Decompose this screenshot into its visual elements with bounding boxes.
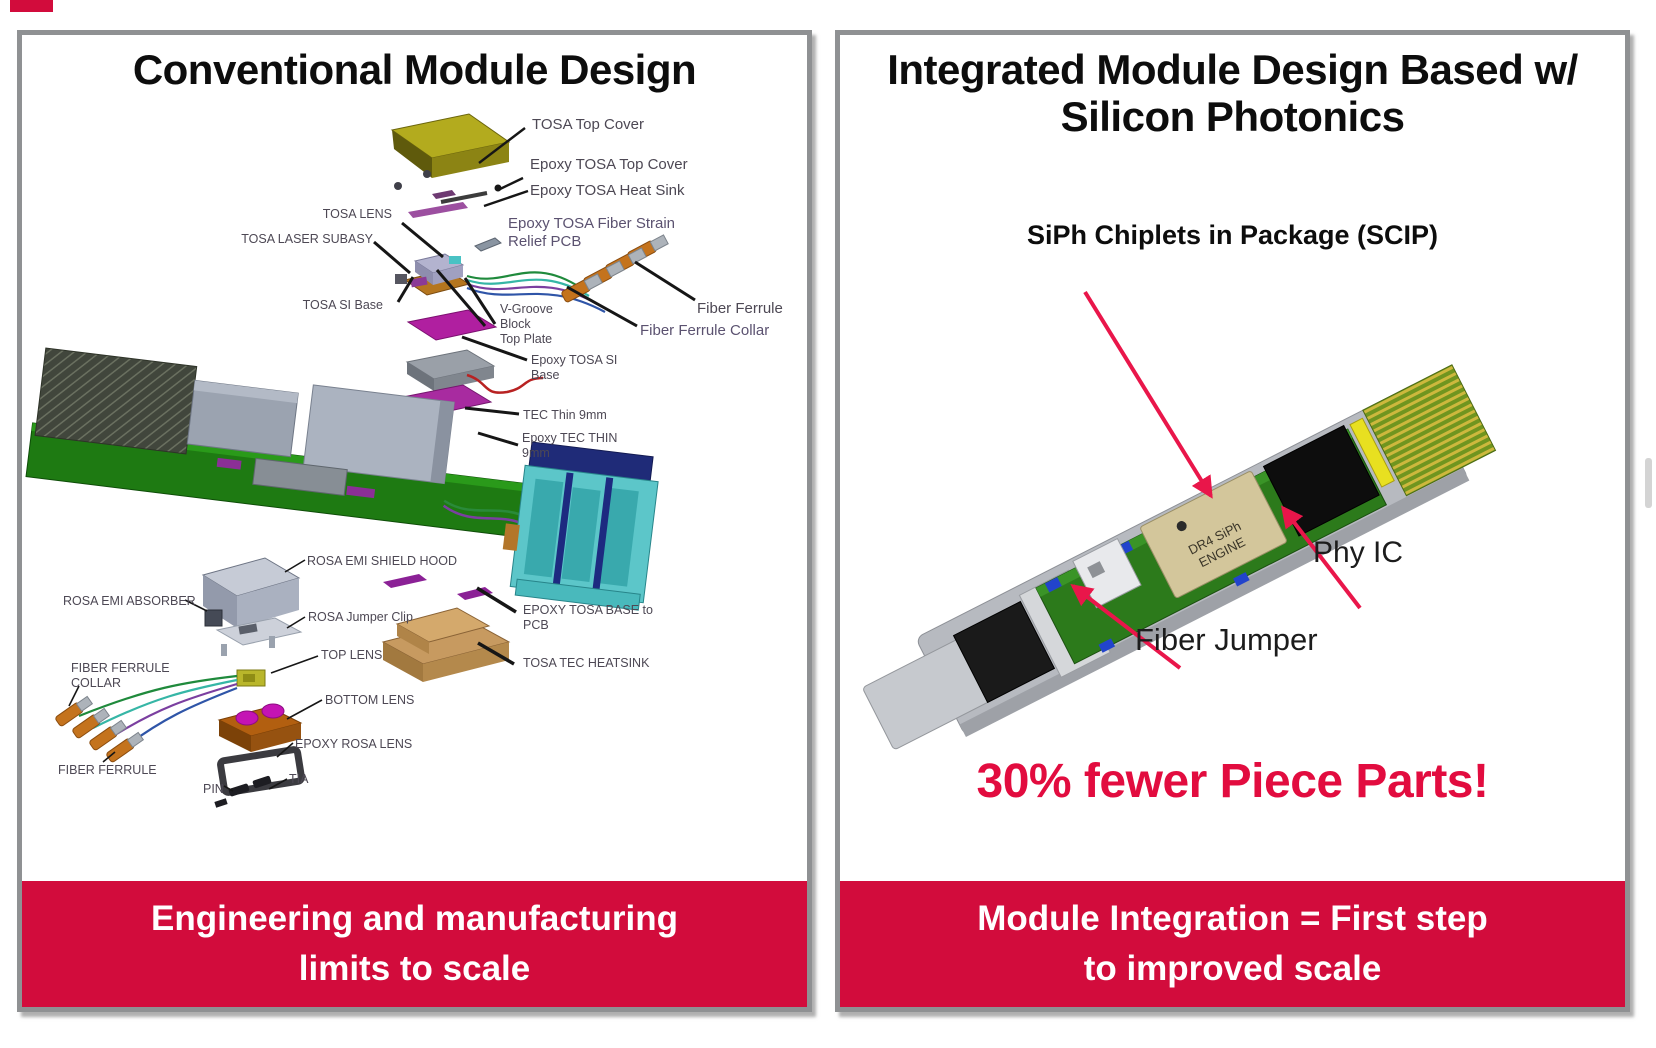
right-panel: Integrated Module Design Based w/ Silico… bbox=[835, 30, 1630, 1012]
tosa-tec-heatsink-shape bbox=[381, 607, 511, 682]
right-panel-title: Integrated Module Design Based w/ Silico… bbox=[887, 46, 1578, 141]
bottom-lens-shape bbox=[217, 703, 303, 752]
left-panel-title: Conventional Module Design bbox=[132, 46, 697, 93]
fiber-jumper-label: Fiber Jumper bbox=[1135, 622, 1318, 657]
phy-ic-arrow bbox=[1280, 505, 1362, 610]
label-fiber-ferrule-collar-bottom: FIBER FERRULE COLLAR bbox=[71, 661, 170, 690]
lens-strip bbox=[408, 202, 468, 218]
label-tosa-top-cover: TOSA Top Cover bbox=[532, 116, 645, 133]
label-tosa-si-base: TOSA SI Base bbox=[302, 298, 383, 312]
conventional-module-diagram: TOSA Top Cover Epoxy TOSA Top Cover Epox… bbox=[17, 30, 812, 1012]
v-groove-top-plate-shape bbox=[406, 309, 498, 341]
tosa-top-cover-shape bbox=[390, 113, 511, 178]
fiber-ferrule-cluster-top bbox=[561, 234, 669, 303]
label-tec-thin: TEC Thin 9mm bbox=[523, 408, 607, 422]
label-top-lens: TOP LENS bbox=[321, 648, 383, 662]
qsfp-module-shape: DR4 SiPh ENGINE bbox=[863, 364, 1497, 750]
label-rosa-emi-absorber: ROSA EMI ABSORBER bbox=[63, 594, 196, 608]
label-tosa-tec-heatsink: TOSA TEC HEATSINK bbox=[523, 656, 650, 670]
scrollbar-thumb[interactable] bbox=[1645, 458, 1652, 508]
phy-ic-label: Phy IC bbox=[1313, 536, 1404, 569]
annotation-arrows bbox=[1070, 290, 1362, 670]
fiber-jumper-arrow bbox=[1070, 583, 1182, 670]
label-epoxy-tosa-si-base: Epoxy TOSA SI Base bbox=[531, 353, 618, 382]
label-tosa-lens: TOSA LENS bbox=[322, 207, 392, 221]
epoxy-strip-2 bbox=[457, 587, 493, 600]
tec-wire bbox=[466, 373, 544, 394]
tec-block-shape bbox=[405, 349, 496, 391]
label-fiber-ferrule-collar-top: Fiber Ferrule Collar bbox=[640, 322, 770, 339]
label-epoxy-tosa-base-to-pcb: EPOXY TOSA BASE to PCB bbox=[523, 603, 653, 632]
pin-tia-shapes bbox=[214, 775, 272, 808]
label-epoxy-tec-thin: Epoxy TEC THIN 9mm bbox=[522, 431, 618, 460]
fiber-ferrule-cluster-bottom bbox=[55, 695, 145, 763]
rosa-jumper-clip-shape bbox=[215, 617, 303, 656]
tosa-subassembly-shape bbox=[395, 253, 471, 296]
exploded-view-artwork bbox=[25, 113, 696, 808]
rosa-shield-hood-shape bbox=[201, 557, 301, 628]
right-banner-text: Module Integration = First step to impro… bbox=[977, 899, 1488, 988]
label-fiber-ferrule-bottom: FIBER FERRULE bbox=[58, 763, 157, 777]
epoxy-rosa-lens-ring-shape bbox=[217, 746, 305, 796]
label-epoxy-tosa-fiber-strain: Epoxy TOSA Fiber Strain Relief PCB bbox=[508, 215, 676, 250]
scip-label: SiPh Chiplets in Package (SCIP) bbox=[1026, 220, 1439, 250]
label-tosa-laser-subasy: TOSA LASER SUBASY bbox=[241, 232, 373, 246]
integrated-module-artwork: DR4 SiPh ENGINE bbox=[863, 290, 1497, 750]
left-banner-text: Engineering and manufacturing limits to … bbox=[151, 899, 678, 988]
top-left-red-fragment bbox=[10, 0, 53, 12]
label-bottom-lens: BOTTOM LENS bbox=[325, 693, 415, 707]
rosa-emi-absorber-shape bbox=[204, 609, 223, 627]
label-epoxy-tosa-top-cover: Epoxy TOSA Top Cover bbox=[530, 156, 688, 173]
fewer-parts-highlight: 30% fewer Piece Parts! bbox=[976, 755, 1489, 808]
leader-lines bbox=[68, 127, 696, 792]
label-epoxy-tosa-heat-sink: Epoxy TOSA Heat Sink bbox=[530, 182, 685, 199]
scip-arrow bbox=[1083, 290, 1213, 499]
main-pcb-assembly bbox=[25, 347, 659, 611]
label-tia: TIA bbox=[289, 772, 309, 786]
label-v-groove: V-Groove Block Top Plate bbox=[500, 302, 553, 346]
left-panel: Conventional Module Design bbox=[17, 30, 812, 1012]
right-banner: Module Integration = First step to impro… bbox=[840, 881, 1625, 1007]
top-lens-shape bbox=[236, 669, 266, 687]
heat-sink-strip bbox=[440, 191, 488, 204]
epoxy-strip-1 bbox=[383, 574, 427, 588]
label-rosa-jumper-clip: ROSA Jumper Clip bbox=[308, 610, 413, 624]
label-epoxy-rosa-lens: EPOXY ROSA LENS bbox=[295, 737, 413, 751]
label-rosa-emi-shield-hood: ROSA EMI SHIELD HOOD bbox=[307, 554, 458, 568]
left-banner: Engineering and manufacturing limits to … bbox=[22, 881, 807, 1007]
label-pin: PIN bbox=[203, 782, 224, 796]
label-fiber-ferrule-top: Fiber Ferrule bbox=[697, 300, 783, 317]
